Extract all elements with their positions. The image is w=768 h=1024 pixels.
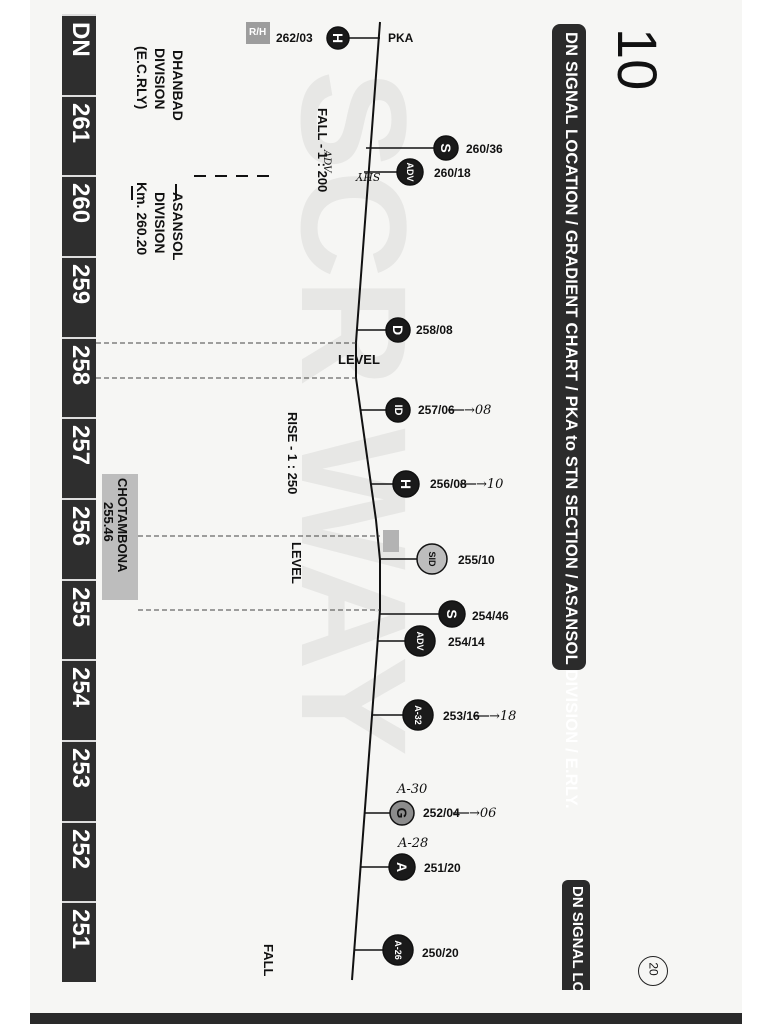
page-margin (742, 0, 768, 1024)
handwritten-page-number: 20 (646, 962, 661, 976)
signal-h-5: H 256/08 →10 (371, 470, 503, 498)
signal-code: G (394, 808, 410, 819)
signal-id-4: ID 257/06 →08 (360, 397, 491, 423)
signal-adv-2: ADV 260/18 (364, 158, 471, 186)
signal-km: 251/20 (424, 861, 461, 875)
chart-title-bar-continued: DN SIGNAL LO (562, 880, 590, 990)
km-bar-cell: 261 (62, 94, 96, 178)
signal-code: A (394, 862, 410, 872)
handwritten-correction: →06 (469, 806, 496, 821)
signal-s-1: S 260/36 (366, 135, 503, 161)
signal-code: H (330, 33, 346, 43)
signal-km: 260/18 (434, 166, 471, 180)
signal-g-10: G 252/04 →06 A-30 (365, 782, 496, 826)
signal-circle (326, 26, 350, 50)
signal-circle (385, 397, 411, 423)
signal-circle (404, 625, 436, 657)
signal-circle (389, 800, 415, 826)
km-bar-cell: 259 (62, 256, 96, 339)
signal-circle (402, 699, 434, 731)
track-profile-line (351, 21, 381, 981)
signal-km: 258/08 (416, 323, 453, 337)
km-bar-cell: 257 (62, 417, 96, 500)
signal-km: 254/14 (448, 635, 485, 649)
signal-code: A-26 (393, 940, 403, 960)
signal-km: 262/03 (276, 31, 313, 45)
signal-circle (385, 317, 411, 343)
signal-code: D (390, 325, 406, 335)
km-bar-cell: 254 (62, 659, 96, 742)
signal-code: ID (392, 405, 404, 416)
handwritten-page-circle: 20 (638, 956, 668, 986)
signal-km: 254/46 (472, 609, 509, 623)
km-bar-cell: 258 (62, 336, 96, 420)
signal-a32-9: A-32 253/16 →18 (372, 699, 516, 731)
signal-a-11: A 251/20 A-28 (361, 836, 461, 881)
signal-a26-12: A-26 250/20 (355, 934, 459, 966)
signal-km: 257/06 (418, 403, 455, 417)
signal-km: 260/36 (466, 142, 503, 156)
signal-km: 252/04 (423, 806, 460, 820)
km-bar-cell: 255 (62, 578, 96, 662)
signal-km: 256/08 (430, 477, 467, 491)
signal-code: ADV (405, 162, 415, 181)
handwritten-correction: →18 (489, 709, 516, 724)
signal-code: H (398, 479, 414, 489)
handwritten-signal-note: A-28 (397, 836, 428, 851)
signal-circle (382, 934, 414, 966)
station-box: CHOTAMBONA 255.46 (101, 474, 138, 600)
gradient-label-level-1: LEVEL (338, 352, 380, 367)
handwritten-correction: →10 (476, 477, 503, 492)
document-page (30, 0, 742, 1015)
km-bar-cell: 251 (62, 901, 96, 984)
km-bar-cell: 256 (62, 498, 96, 581)
signal-km: 253/16 (443, 709, 480, 723)
sid-marker-block (383, 530, 399, 552)
signal-code: A-32 (413, 705, 423, 725)
signal-h-0: H 262/03 (276, 26, 380, 50)
signal-circle (388, 853, 416, 881)
handwritten-shy-note: SHY (356, 170, 381, 183)
km-bar-cell: 260 (62, 175, 96, 258)
km-bar-direction: DN (62, 14, 96, 97)
handwritten-adv-note: ADV (321, 150, 332, 173)
handwritten-signal-note: A-30 (396, 782, 427, 797)
signal-km: 250/20 (422, 946, 459, 960)
rh-marker: R/H (246, 22, 270, 44)
handwritten-correction: →08 (464, 403, 491, 418)
signal-circle (433, 135, 459, 161)
km-bar-cell: 252 (62, 820, 96, 904)
signal-circle (416, 543, 448, 575)
signal-adv-8: ADV 254/14 (378, 625, 485, 657)
signal-d-3: D 258/08 (357, 317, 453, 343)
signal-code: ADV (415, 631, 425, 650)
chart-title-bar: DN SIGNAL LOCATION / GRADIENT CHART / PK… (552, 24, 586, 809)
signal-sid-6: SID 255/10 (380, 543, 495, 575)
signal-code: S (444, 609, 460, 618)
rh-label: R/H (249, 27, 267, 38)
signal-s-7: S 254/46 (380, 600, 509, 628)
signal-circle (392, 470, 420, 498)
signal-km: 255/10 (458, 553, 495, 567)
page-edge-shadow (30, 1013, 760, 1024)
pka-label: PKA (388, 31, 414, 45)
signal-circle (438, 600, 466, 628)
km-bar-cell: 253 (62, 740, 96, 823)
signal-code: S (438, 143, 454, 152)
signal-circle (396, 158, 424, 186)
signal-code: SID (427, 551, 437, 567)
